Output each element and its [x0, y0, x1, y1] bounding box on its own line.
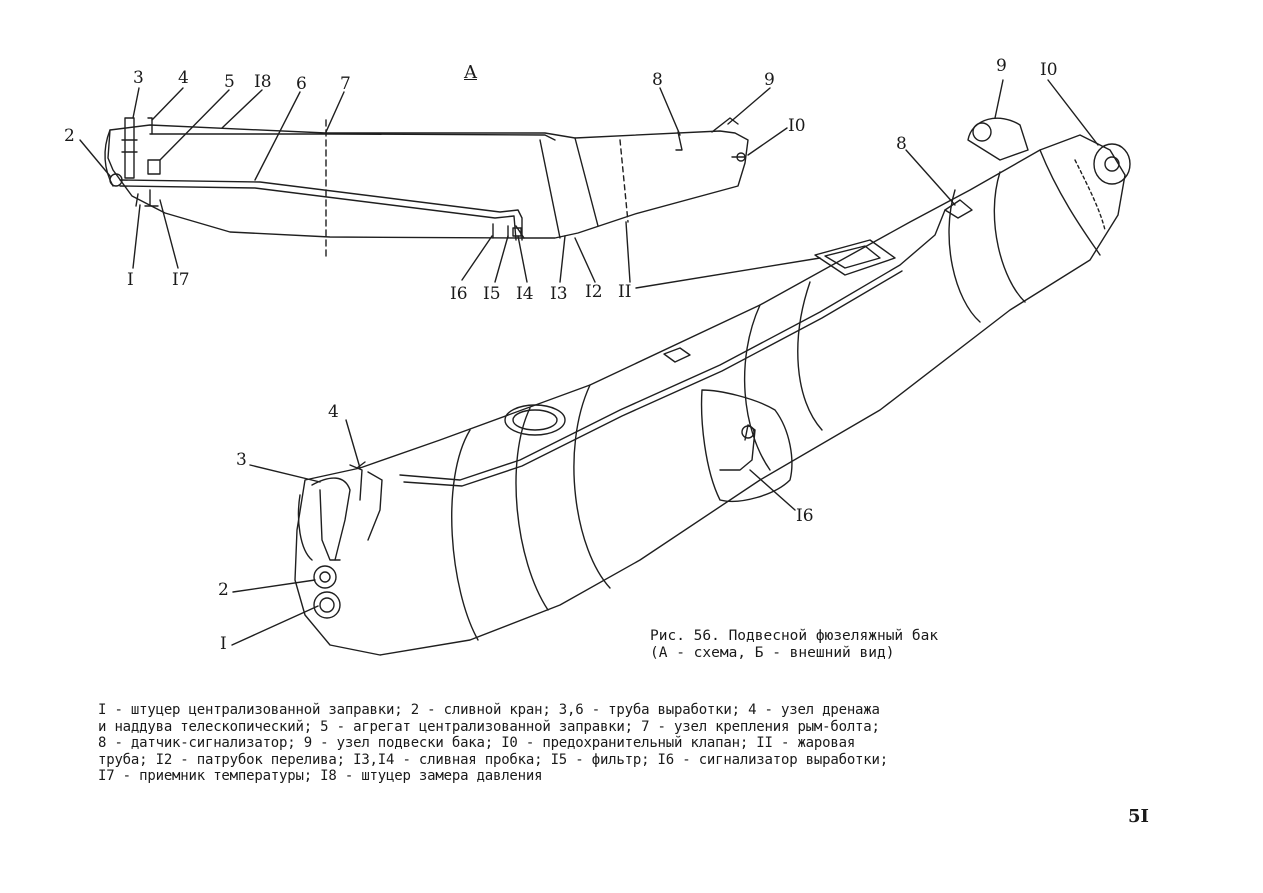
callout-b-10: I0	[1040, 60, 1058, 80]
callout-b-16: I6	[796, 506, 814, 526]
legend-line: и наддува телескопический; 5 - агрегат ц…	[98, 718, 880, 735]
callout-a-8: 8	[652, 70, 663, 90]
callout-a-5: 5	[224, 72, 235, 92]
callout-a-12: I2	[585, 282, 603, 302]
figure-caption: Рис. 56. Подвесной фюзеляжный бак (А - с…	[650, 628, 938, 662]
parts-legend: I - штуцер централизованной заправки; 2 …	[98, 702, 1178, 785]
callout-a-3: 3	[133, 68, 144, 88]
callout-a-14: I4	[516, 284, 534, 304]
schema-a-drawing	[79, 87, 788, 283]
callout-b-4: 4	[328, 402, 339, 422]
callout-a-6: 6	[296, 74, 307, 94]
callout-a-13: I3	[550, 284, 568, 304]
callout-b-2: 2	[218, 580, 229, 600]
callout-b-8: 8	[896, 134, 907, 154]
callout-a-10: I0	[788, 116, 806, 136]
callout-a-17: I7	[172, 270, 190, 290]
callout-b-1: I	[220, 634, 227, 654]
callout-a-1: I	[127, 270, 134, 290]
caption-subtitle: (А - схема, Б - внешний вид)	[650, 645, 895, 661]
callout-a-2: 2	[64, 126, 75, 146]
legend-line: 8 - датчик-сигнализатор; 9 - узел подвес…	[98, 735, 856, 751]
page-number: 5I	[1128, 806, 1149, 827]
callout-b-3: 3	[236, 450, 247, 470]
caption-title: Рис. 56. Подвесной фюзеляжный бак	[650, 628, 939, 644]
legend-line: I7 - приемник температуры; I8 - штуцер з…	[98, 768, 543, 784]
callout-b-9: 9	[996, 56, 1007, 76]
callout-a-18: I8	[254, 72, 272, 92]
callout-a-11: II	[618, 282, 632, 302]
callout-a-9: 9	[764, 70, 775, 90]
view-b-drawing	[231, 79, 1131, 656]
callout-a-16: I6	[450, 284, 468, 304]
legend-line: I - штуцер централизованной заправки; 2 …	[98, 702, 880, 718]
legend-line: труба; I2 - патрубок перелива; I3,I4 - с…	[98, 751, 888, 768]
callout-a-4: 4	[178, 68, 189, 88]
callout-a-15: I5	[483, 284, 501, 304]
section-a-label: A	[464, 62, 477, 83]
callout-a-7: 7	[340, 74, 351, 94]
